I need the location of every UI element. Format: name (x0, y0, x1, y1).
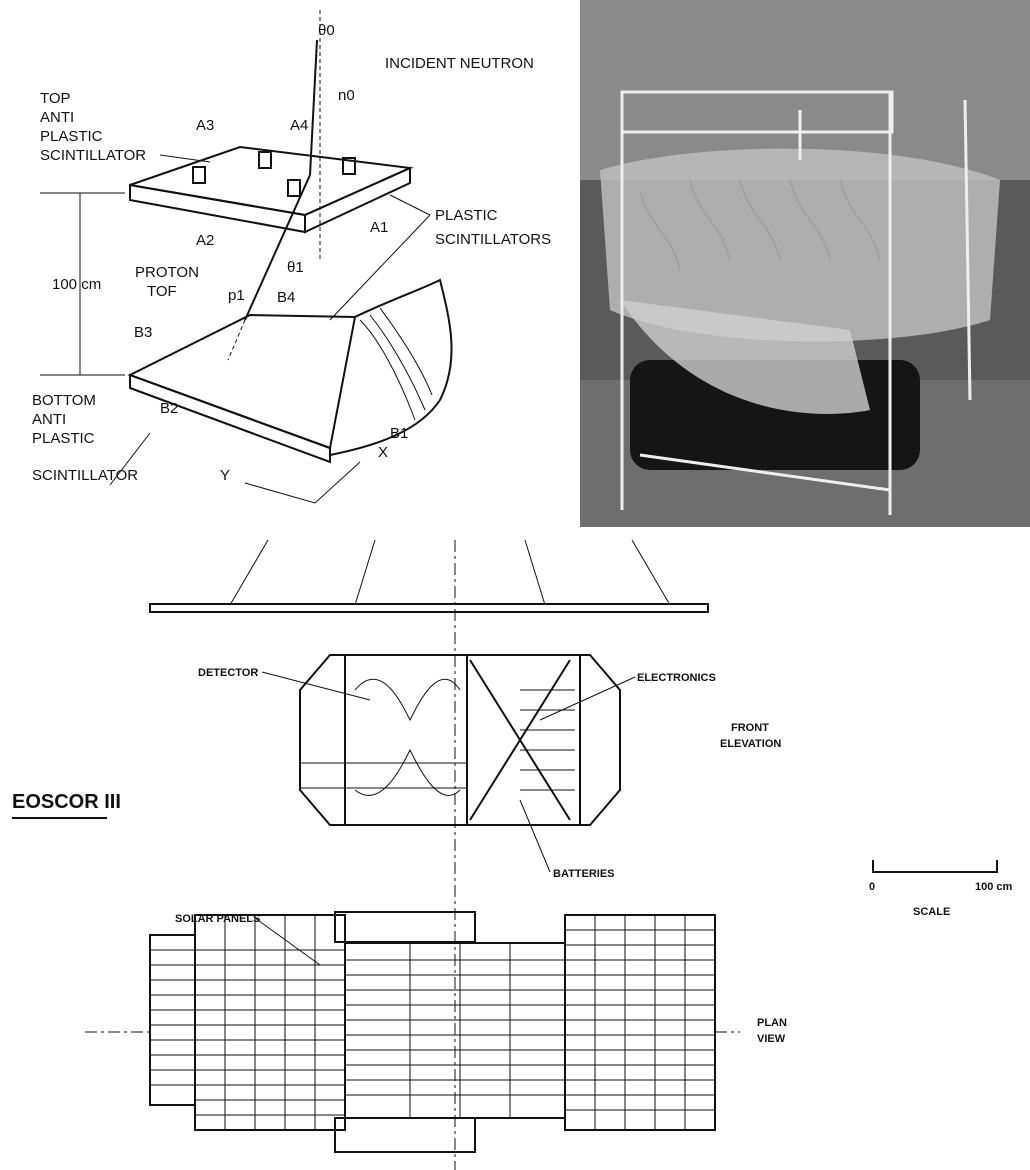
svg-text:A1: A1 (370, 219, 388, 236)
svg-text:B2: B2 (160, 400, 178, 417)
suspension-bar (149, 603, 709, 613)
payload-drawing: EOSCOR III DETECTOR ELECTRONICS FRONT EL… (12, 539, 1013, 1170)
incident-neutron-label: INCIDENT NEUTRON (385, 55, 534, 72)
svg-text:DETECTOR: DETECTOR (198, 667, 258, 679)
svg-text:Y: Y (220, 467, 230, 484)
svg-text:100 cm: 100 cm (975, 881, 1013, 893)
neutron-track (309, 39, 318, 176)
svg-text:n0: n0 (338, 87, 355, 104)
svg-text:ANTI: ANTI (40, 109, 74, 126)
light-guides (329, 278, 453, 456)
svg-text:ELECTRONICS: ELECTRONICS (637, 672, 716, 684)
svg-text:A2: A2 (196, 232, 214, 249)
svg-text:TOP: TOP (40, 90, 71, 107)
svg-text:PROTON: PROTON (135, 264, 199, 281)
drawing-title: EOSCOR III (12, 791, 121, 813)
scale-bar (872, 860, 998, 873)
svg-text:FRONT: FRONT (731, 722, 769, 734)
svg-text:SCALE: SCALE (913, 906, 950, 918)
bottom-plate (127, 313, 357, 450)
svg-text:B1: B1 (390, 425, 408, 442)
svg-text:B4: B4 (277, 289, 295, 306)
svg-text:PLASTIC: PLASTIC (435, 207, 498, 224)
svg-text:θ0: θ0 (318, 22, 335, 39)
svg-text:A4: A4 (290, 117, 308, 134)
svg-text:BOTTOM: BOTTOM (32, 392, 96, 409)
svg-text:ELEVATION: ELEVATION (720, 738, 781, 750)
svg-text:PLASTIC: PLASTIC (40, 128, 103, 145)
svg-text:SCINTILLATOR: SCINTILLATOR (32, 467, 138, 484)
svg-text:ANTI: ANTI (32, 411, 66, 428)
svg-text:θ1: θ1 (287, 259, 304, 276)
detector-photo (580, 0, 1030, 527)
svg-text:VIEW: VIEW (757, 1033, 786, 1045)
front-elevation-frame (299, 654, 621, 826)
svg-text:X: X (378, 444, 388, 461)
solar-panel-left (194, 914, 346, 1131)
svg-text:p1: p1 (228, 287, 245, 304)
svg-text:SCINTILLATORS: SCINTILLATORS (435, 231, 551, 248)
photomultiplier-tubes (192, 151, 356, 197)
proton-track (244, 174, 311, 321)
svg-text:0: 0 (869, 881, 875, 893)
detector-schematic: INCIDENT NEUTRON θ0 n0 TOP ANTI PLASTIC … (32, 10, 551, 504)
svg-text:TOF: TOF (147, 283, 177, 300)
svg-text:BATTERIES: BATTERIES (553, 868, 615, 880)
svg-text:B3: B3 (134, 324, 152, 341)
svg-text:SCINTILLATOR: SCINTILLATOR (40, 147, 146, 164)
height-dimension: 100 cm (52, 276, 101, 293)
svg-text:SOLAR PANELS: SOLAR PANELS (175, 913, 260, 925)
svg-text:PLAN: PLAN (757, 1017, 787, 1029)
solar-panel-right (564, 914, 716, 1131)
solar-cell-grid (150, 915, 715, 1130)
svg-text:A3: A3 (196, 117, 214, 134)
svg-text:PLASTIC: PLASTIC (32, 430, 95, 447)
